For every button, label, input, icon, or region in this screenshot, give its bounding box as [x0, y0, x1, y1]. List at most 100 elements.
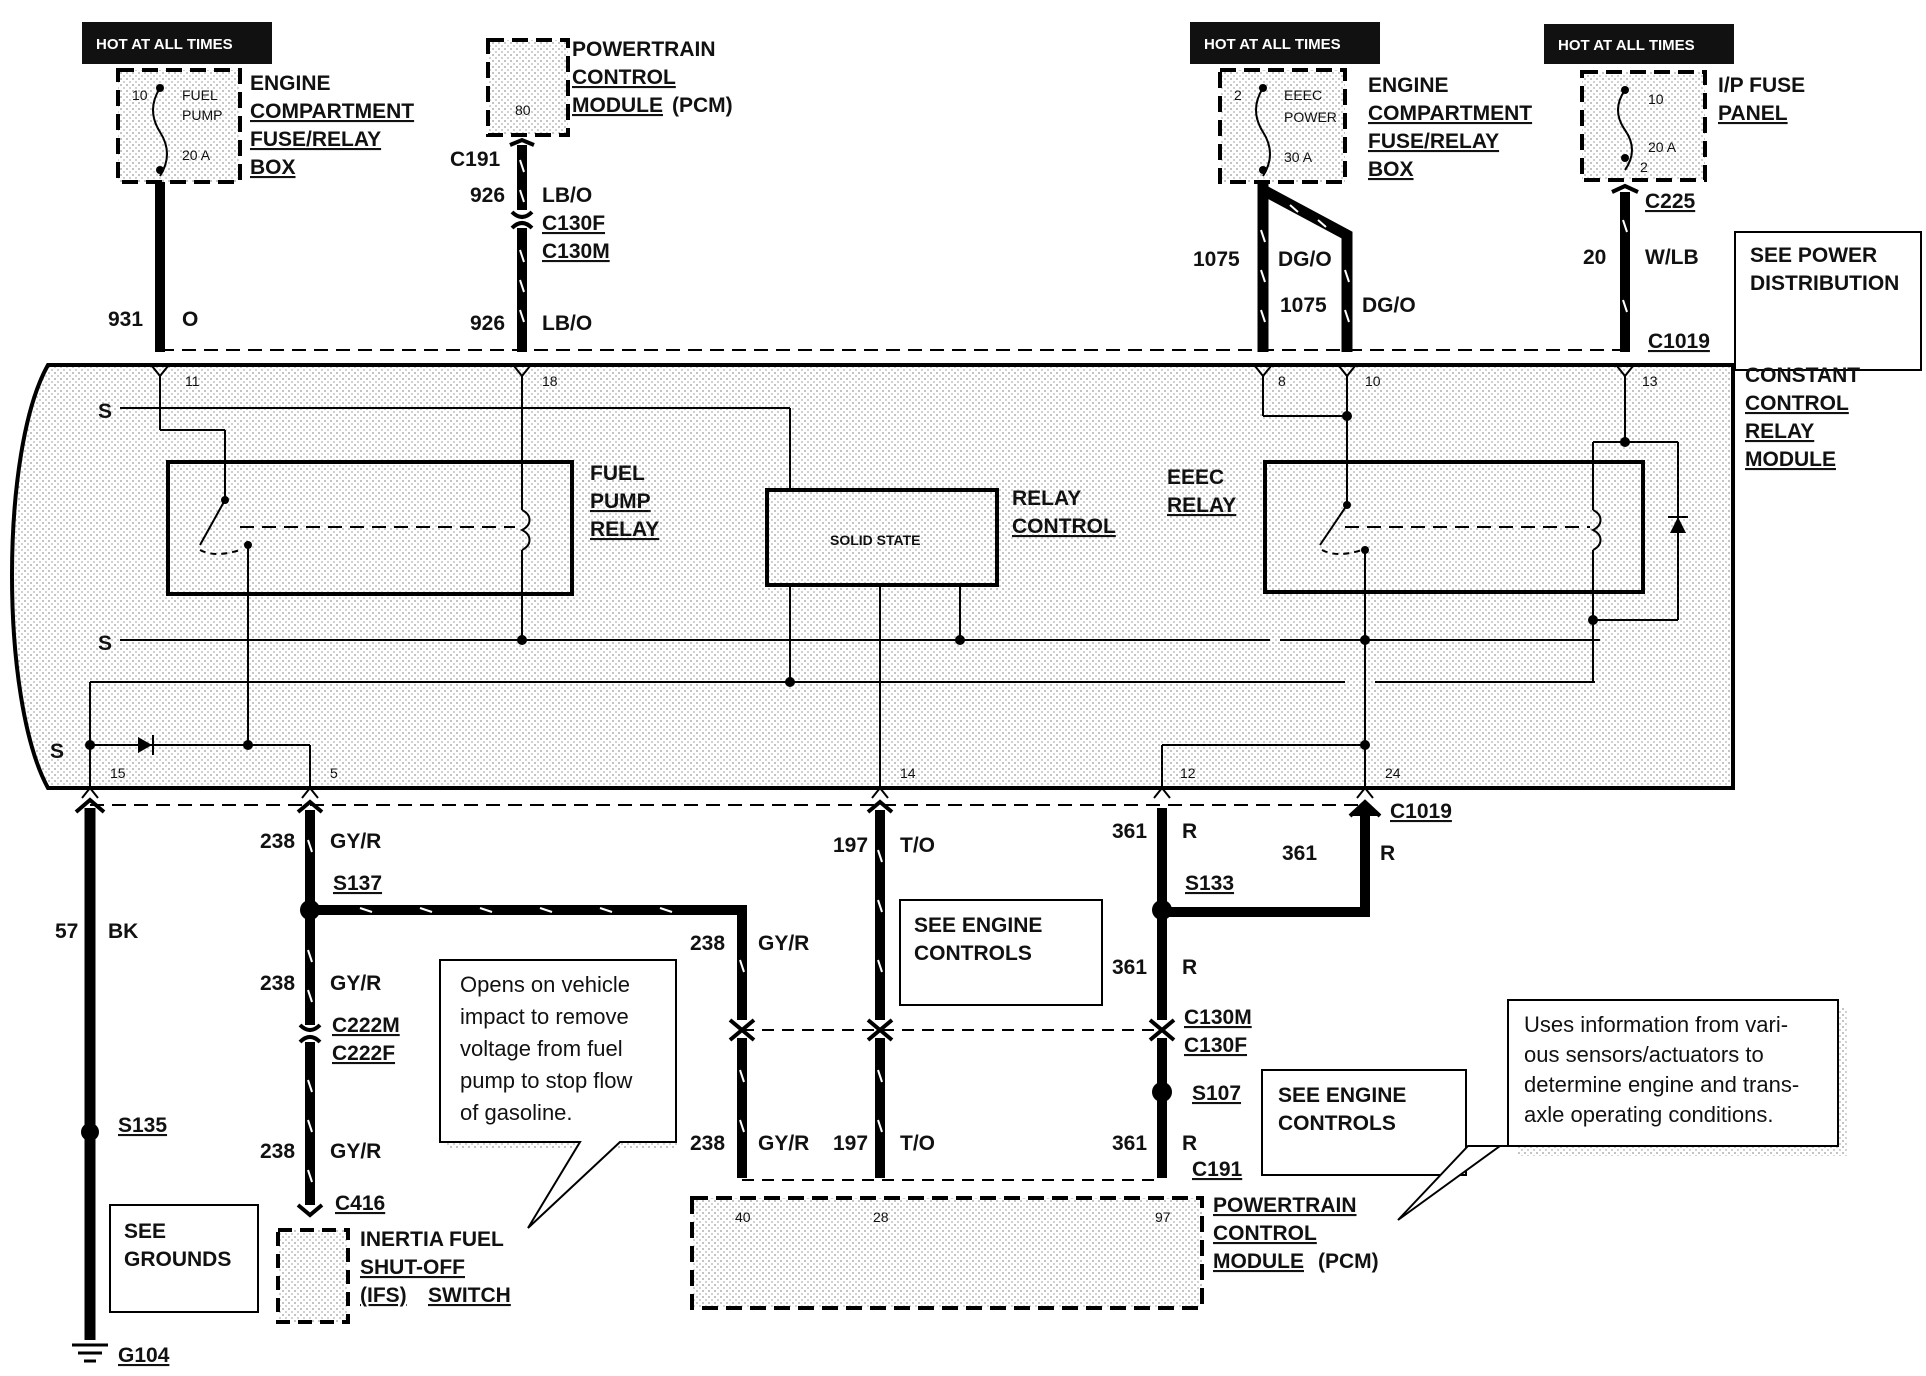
hot-label-2: HOT AT ALL TIMES	[1190, 22, 1380, 64]
svg-text:GY/R: GY/R	[330, 972, 381, 995]
pcm-top-label: POWERTRAIN CONTROL MODULE (PCM)	[572, 38, 733, 117]
svg-text:LB/O: LB/O	[542, 184, 592, 207]
svg-text:C130F: C130F	[542, 212, 605, 235]
svg-text:GY/R: GY/R	[758, 932, 809, 955]
svg-text:97: 97	[1155, 1209, 1171, 1225]
svg-text:197: 197	[833, 834, 868, 857]
svg-text:GROUNDS: GROUNDS	[124, 1248, 231, 1271]
svg-text:PANEL: PANEL	[1718, 102, 1788, 125]
svg-text:80: 80	[515, 102, 531, 118]
svg-text:R: R	[1380, 842, 1395, 865]
see-engine-controls-box-2: SEE ENGINE CONTROLS	[1261, 1069, 1467, 1176]
svg-text:PUMP: PUMP	[182, 107, 222, 123]
svg-text:W/LB: W/LB	[1645, 246, 1699, 269]
svg-text:MODULE: MODULE	[572, 94, 663, 117]
svg-text:S: S	[98, 632, 112, 655]
svg-text:GY/R: GY/R	[330, 1140, 381, 1163]
svg-text:T/O: T/O	[900, 834, 935, 857]
svg-text:C225: C225	[1645, 190, 1696, 213]
svg-text:FUSE/RELAY: FUSE/RELAY	[1368, 130, 1499, 153]
ip-fuse: 10 20 A 2	[1580, 70, 1707, 182]
svg-text:(PCM): (PCM)	[672, 94, 733, 117]
svg-text:15: 15	[110, 765, 126, 781]
svg-text:361: 361	[1112, 820, 1147, 843]
svg-text:GY/R: GY/R	[758, 1132, 809, 1155]
svg-text:SEE: SEE	[124, 1220, 166, 1243]
svg-text:FUEL: FUEL	[182, 87, 218, 103]
svg-text:5: 5	[330, 765, 338, 781]
svg-text:S137: S137	[333, 872, 382, 895]
ground-symbol	[72, 1343, 108, 1363]
svg-text:impact to remove: impact to remove	[460, 1004, 629, 1029]
svg-text:S107: S107	[1192, 1082, 1241, 1105]
svg-text:R: R	[1182, 956, 1197, 979]
svg-text:DG/O: DG/O	[1278, 248, 1332, 271]
svg-text:361: 361	[1112, 956, 1147, 979]
svg-text:1075: 1075	[1280, 294, 1327, 317]
svg-text:ous sensors/actuators to: ous sensors/actuators to	[1524, 1042, 1764, 1067]
pcm-bottom-box: 40 28 97	[690, 1196, 1204, 1310]
svg-text:20: 20	[1583, 246, 1606, 269]
svg-text:12: 12	[1180, 765, 1196, 781]
ifs-note-callout: Opens on vehicle impact to remove voltag…	[439, 959, 678, 1229]
svg-text:BOX: BOX	[250, 156, 296, 179]
svg-text:INERTIA FUEL: INERTIA FUEL	[360, 1228, 504, 1251]
see-engine-controls-box-1: SEE ENGINE CONTROLS	[899, 899, 1103, 1006]
eeec-relay-label: EEEC RELAY	[1167, 466, 1236, 517]
svg-text:20 A: 20 A	[182, 147, 211, 163]
svg-text:HOT AT ALL TIMES: HOT AT ALL TIMES	[96, 36, 233, 53]
svg-text:POWERTRAIN: POWERTRAIN	[1213, 1194, 1357, 1217]
svg-text:C191: C191	[1192, 1158, 1243, 1181]
svg-text:axle operating conditions.: axle operating conditions.	[1524, 1102, 1774, 1127]
svg-text:(IFS): (IFS)	[360, 1284, 407, 1307]
svg-text:238: 238	[260, 972, 295, 995]
svg-text:CONTROLS: CONTROLS	[1278, 1112, 1396, 1135]
svg-text:COMPARTMENT: COMPARTMENT	[250, 100, 414, 123]
ip-fuse-panel-label: I/P FUSE PANEL	[1718, 74, 1805, 125]
svg-text:197: 197	[833, 1132, 868, 1155]
svg-text:R: R	[1182, 1132, 1197, 1155]
svg-text:S133: S133	[1185, 872, 1234, 895]
svg-text:CONTROL: CONTROL	[1213, 1222, 1317, 1245]
svg-text:O: O	[182, 308, 198, 331]
wire-1075-b	[1260, 185, 1353, 352]
svg-text:determine engine and trans-: determine engine and trans-	[1524, 1072, 1799, 1097]
svg-text:I/P FUSE: I/P FUSE	[1718, 74, 1805, 97]
svg-text:CONTROLS: CONTROLS	[914, 942, 1032, 965]
svg-text:CONTROL: CONTROL	[1745, 392, 1849, 415]
hot-label-1: HOT AT ALL TIMES	[82, 22, 272, 64]
svg-text:13: 13	[1642, 373, 1658, 389]
svg-text:BOX: BOX	[1368, 158, 1414, 181]
constant-control-relay-module	[10, 363, 1735, 790]
fuel-pump-relay-label: FUEL PUMP RELAY	[590, 462, 659, 541]
svg-text:926: 926	[470, 312, 505, 335]
svg-text:C130F: C130F	[1184, 1034, 1247, 1057]
svg-text:SEE ENGINE: SEE ENGINE	[1278, 1084, 1406, 1107]
svg-text:FUSE/RELAY: FUSE/RELAY	[250, 128, 381, 151]
svg-text:C222F: C222F	[332, 1042, 395, 1065]
svg-text:C1019: C1019	[1648, 330, 1710, 353]
svg-text:S: S	[98, 400, 112, 423]
see-grounds-box: SEE GROUNDS	[109, 1204, 259, 1313]
svg-text:DISTRIBUTION: DISTRIBUTION	[1750, 272, 1899, 295]
svg-text:(PCM): (PCM)	[1318, 1250, 1379, 1273]
svg-text:S135: S135	[118, 1114, 167, 1137]
svg-text:238: 238	[690, 1132, 725, 1155]
svg-text:20 A: 20 A	[1648, 139, 1677, 155]
svg-text:COMPARTMENT: COMPARTMENT	[1368, 102, 1532, 125]
svg-text:MODULE: MODULE	[1213, 1250, 1304, 1273]
svg-text:18: 18	[542, 373, 558, 389]
svg-text:28: 28	[873, 1209, 889, 1225]
svg-text:CONSTANT: CONSTANT	[1745, 364, 1860, 387]
svg-text:voltage from fuel: voltage from fuel	[460, 1036, 623, 1061]
svg-text:EEEC: EEEC	[1167, 466, 1224, 489]
svg-text:8: 8	[1278, 373, 1286, 389]
svg-text:C222M: C222M	[332, 1014, 400, 1037]
svg-text:SHUT-OFF: SHUT-OFF	[360, 1256, 465, 1279]
svg-text:SWITCH: SWITCH	[428, 1284, 511, 1307]
eeec-power-fuse: 2 EEEC POWER 30 A	[1218, 68, 1347, 184]
internal-circuit	[89, 376, 1679, 788]
svg-text:1075: 1075	[1193, 248, 1240, 271]
svg-text:BK: BK	[108, 920, 138, 943]
svg-text:T/O: T/O	[900, 1132, 935, 1155]
